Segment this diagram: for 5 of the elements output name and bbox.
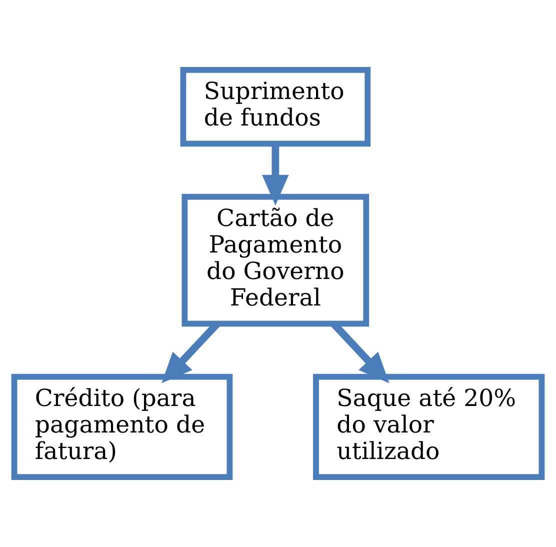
node-box: Saque até 20% do valor utilizado — [313, 374, 545, 480]
arrow — [262, 144, 289, 206]
node-box: Cartão de Pagamento do Governo Federal — [182, 194, 370, 327]
node-box: Crédito (para pagamento de fatura) — [11, 374, 233, 480]
node-box: Suprimento de fundos — [180, 66, 371, 147]
